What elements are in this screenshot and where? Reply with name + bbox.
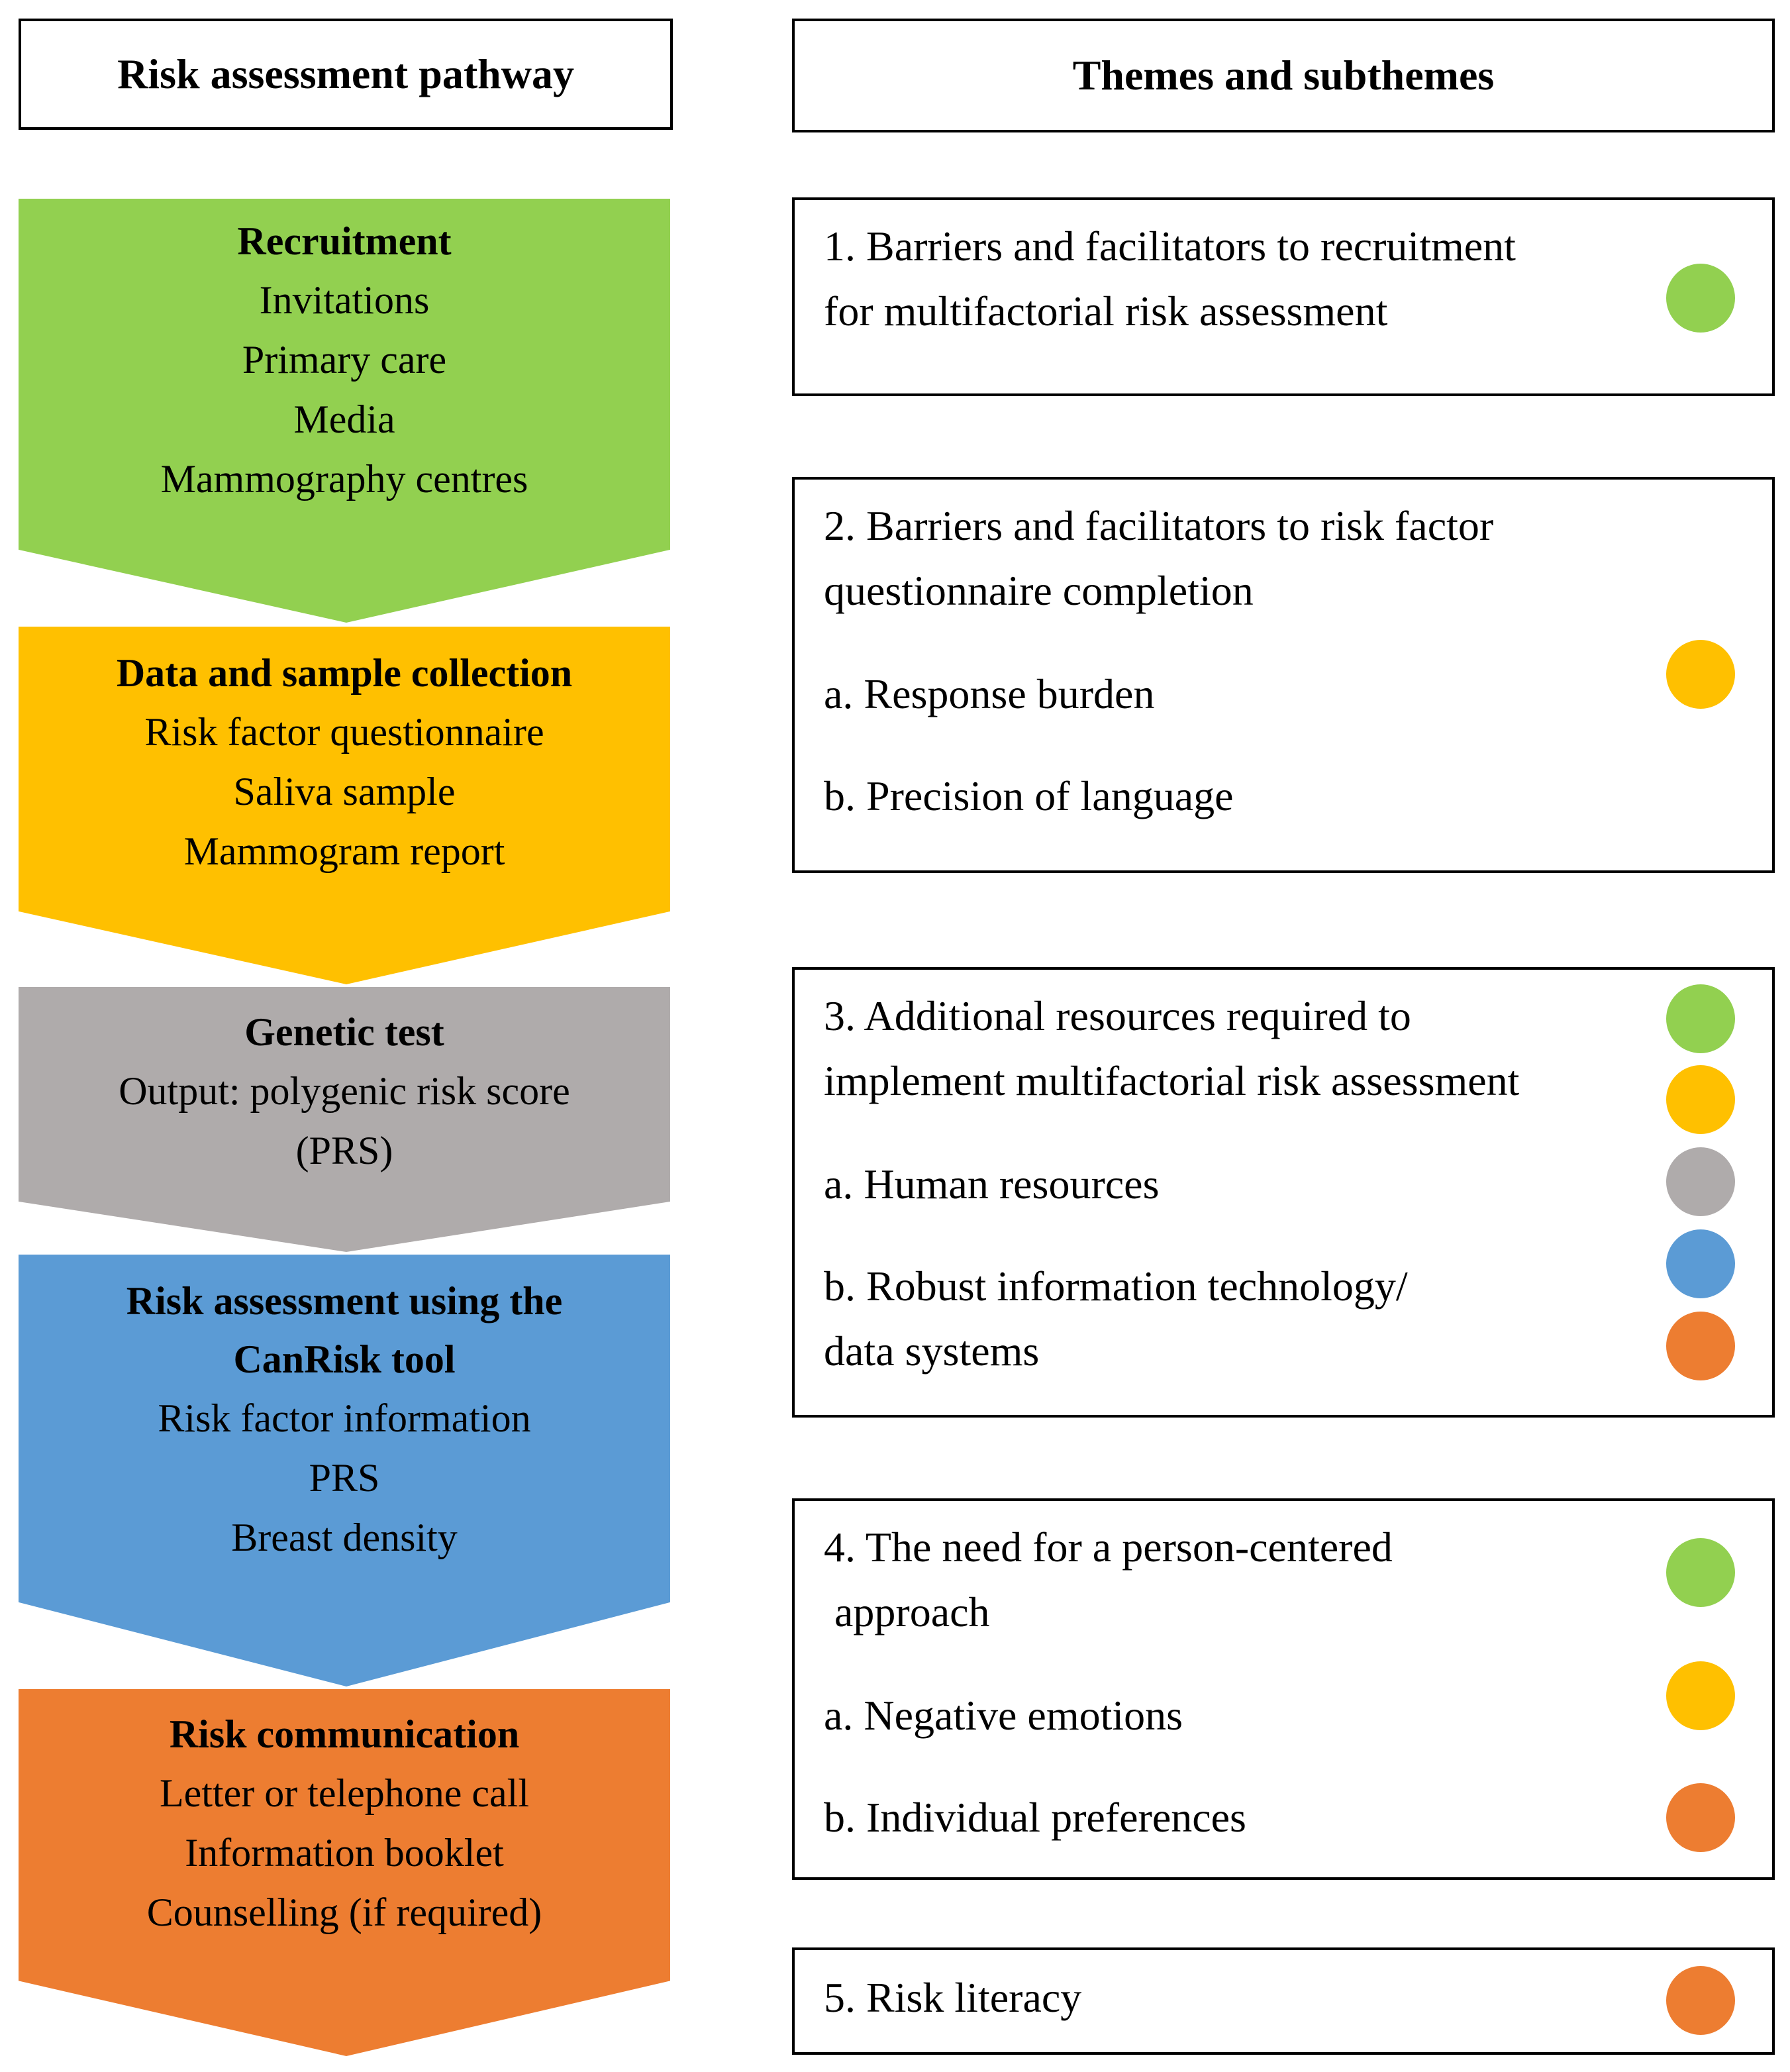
step-item: Media xyxy=(293,397,395,441)
step-item: Mammogram report xyxy=(183,829,505,873)
step-item: Invitations xyxy=(259,278,430,322)
step-title: Recruitment xyxy=(237,219,452,263)
theme-text: 4. The need for a person-centered xyxy=(824,1524,1393,1571)
step-item: PRS xyxy=(309,1456,380,1500)
themes-header: Themes and subthemes xyxy=(792,19,1775,132)
green-dot-icon xyxy=(1666,264,1735,333)
pathway-step-genetic-test: Genetic test Output: polygenic risk scor… xyxy=(19,987,670,1252)
subtheme-text: a. Negative emotions xyxy=(824,1692,1183,1739)
theme-box-5: 5. Risk literacy xyxy=(792,1947,1775,2055)
step-item: Risk factor questionnaire xyxy=(144,710,544,754)
step-item: Mammography centres xyxy=(160,457,528,501)
step-item: Primary care xyxy=(242,338,447,382)
theme-text: 1. Barriers and facilitators to recruitm… xyxy=(824,223,1516,270)
theme-box-3: 3. Additional resources required to impl… xyxy=(792,967,1775,1418)
blue-dot-icon xyxy=(1666,1229,1735,1298)
green-dot-icon xyxy=(1666,984,1735,1053)
subtheme-text: data systems xyxy=(824,1327,1040,1374)
yellow-dot-icon xyxy=(1666,640,1735,709)
pathway-header-label: Risk assessment pathway xyxy=(117,50,574,97)
subtheme-text: b. Precision of language xyxy=(824,772,1234,819)
pathway-step-risk-assessment: Risk assessment using the CanRisk tool R… xyxy=(19,1255,670,1686)
pathway-step-risk-communication: Risk communication Letter or telephone c… xyxy=(19,1689,670,2056)
green-dot-icon xyxy=(1666,1538,1735,1607)
orange-dot-icon xyxy=(1666,1966,1735,2035)
orange-dot-icon xyxy=(1666,1783,1735,1852)
theme-text: 5. Risk literacy xyxy=(824,1974,1082,2021)
step-item: Saliva sample xyxy=(233,770,456,813)
step-item: Information booklet xyxy=(185,1831,504,1875)
theme-text: for multifactorial risk assessment xyxy=(824,287,1388,335)
pathway-header: Risk assessment pathway xyxy=(19,19,673,130)
step-title: Risk communication xyxy=(169,1712,520,1756)
step-item: Output: polygenic risk score xyxy=(119,1069,570,1113)
step-item: Counselling (if required) xyxy=(146,1891,542,1934)
theme-text: approach xyxy=(824,1588,990,1635)
step-item: Letter or telephone call xyxy=(159,1771,530,1815)
pathway-step-data-collection: Data and sample collection Risk factor q… xyxy=(19,627,670,984)
themes-header-label: Themes and subthemes xyxy=(1072,52,1495,99)
theme-text: 3. Additional resources required to xyxy=(824,992,1411,1039)
gray-dot-icon xyxy=(1666,1147,1735,1216)
step-item: Breast density xyxy=(231,1516,458,1559)
theme-box-2: 2. Barriers and facilitators to risk fac… xyxy=(792,477,1775,873)
theme-box-4: 4. The need for a person-centered approa… xyxy=(792,1498,1775,1880)
yellow-dot-icon xyxy=(1666,1661,1735,1730)
pathway-step-recruitment: Recruitment Invitations Primary care Med… xyxy=(19,199,670,623)
subtheme-text: b. Individual preferences xyxy=(824,1794,1246,1841)
orange-dot-icon xyxy=(1666,1312,1735,1380)
step-title: Risk assessment using the xyxy=(126,1279,563,1323)
theme-text: 2. Barriers and facilitators to risk fac… xyxy=(824,502,1494,549)
theme-text: questionnaire completion xyxy=(824,567,1254,614)
theme-text: implement multifactorial risk assessment xyxy=(824,1057,1520,1104)
step-title: CanRisk tool xyxy=(233,1337,456,1381)
step-item: Risk factor information xyxy=(158,1396,531,1440)
theme-box-1: 1. Barriers and facilitators to recruitm… xyxy=(792,197,1775,396)
subtheme-text: a. Response burden xyxy=(824,670,1155,717)
step-item: (PRS) xyxy=(295,1129,393,1172)
step-title: Data and sample collection xyxy=(116,651,573,695)
yellow-dot-icon xyxy=(1666,1065,1735,1134)
subtheme-text: b. Robust information technology/ xyxy=(824,1263,1408,1310)
subtheme-text: a. Human resources xyxy=(824,1161,1160,1208)
step-title: Genetic test xyxy=(244,1010,444,1054)
